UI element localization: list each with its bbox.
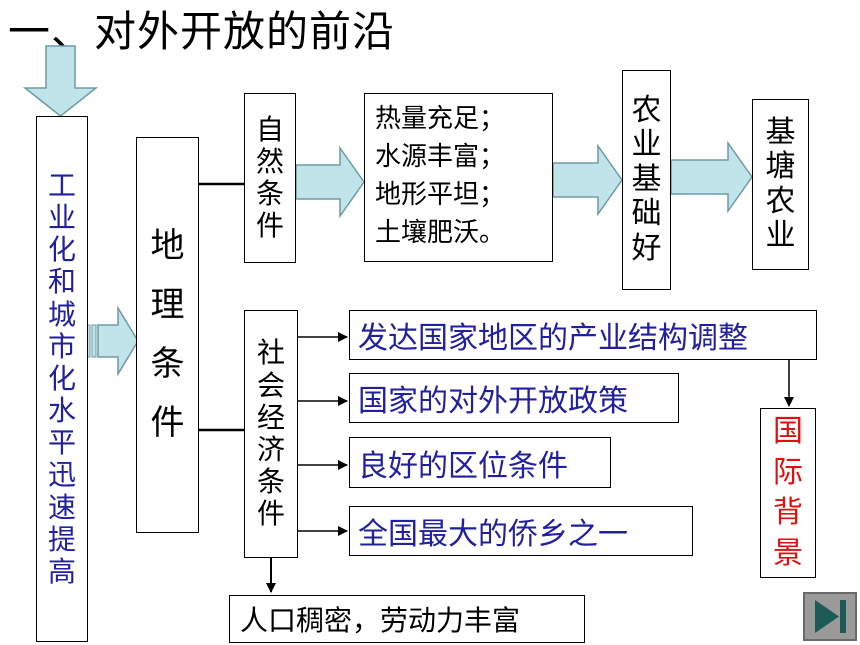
- natural-conditions-char: 然: [255, 144, 284, 178]
- natural-detail: 水源丰富；: [375, 142, 506, 172]
- international-background-char: 背: [773, 495, 803, 530]
- dike-pond-char: 业: [765, 218, 796, 253]
- industrialization-char: 市: [47, 329, 76, 363]
- industrialization-char: 速: [47, 490, 76, 524]
- natural-conditions-char: 自: [255, 112, 284, 146]
- dike-pond-text: 基塘农业: [765, 114, 796, 254]
- industrialization-char: 化: [47, 361, 76, 395]
- socio-conditions-char: 件: [256, 497, 285, 531]
- natural-conditions-text: 自然条件: [255, 112, 284, 243]
- natural-conditions-box: 自然条件: [244, 93, 296, 263]
- socio-conditions-char: 会: [256, 368, 285, 402]
- population-box: 人口稠密，劳动力丰富: [229, 595, 585, 643]
- socio-conditions-char: 经: [256, 400, 285, 434]
- industrialization-char: 城: [47, 297, 76, 331]
- natural-conditions-char: 件: [255, 209, 284, 243]
- agri-foundation-char: 础: [631, 196, 662, 232]
- natural-details-box: 热量充足； 水源丰富； 地形平坦； 土壤肥沃。: [364, 93, 553, 262]
- industrialization-char: 化: [47, 233, 76, 267]
- page-title: 一、对外开放的前沿: [8, 7, 396, 56]
- socio-item-label: 发达国家地区的产业结构调整: [358, 321, 748, 356]
- socio-item-label: 全国最大的侨乡之一: [358, 517, 628, 552]
- population-label: 人口稠密，劳动力丰富: [240, 604, 521, 637]
- geo-conditions-char: 件: [150, 403, 185, 444]
- socio-item-box: 发达国家地区的产业结构调整: [349, 310, 817, 360]
- socio-item-label: 国家的对外开放政策: [358, 384, 628, 419]
- agri-foundation-char: 农: [631, 92, 662, 128]
- international-background-box: 国际背景: [760, 408, 816, 578]
- natural-detail: 热量充足；: [375, 104, 506, 134]
- arrow-natural-to-details: [295, 145, 365, 219]
- striped-arrow: [86, 305, 139, 377]
- socio-conditions-char: 社: [256, 336, 285, 370]
- industrialization-char: 高: [47, 555, 76, 589]
- natural-conditions-char: 条: [255, 177, 284, 210]
- agri-foundation-char: 好: [631, 230, 662, 266]
- natural-detail: 地形平坦；: [375, 180, 506, 210]
- arrow-details-to-agri: [552, 143, 623, 217]
- geo-conditions-box: 地理条件: [136, 137, 199, 533]
- agri-foundation-box: 农业基础好: [622, 70, 671, 290]
- arrow-agri-to-dikepond: [670, 140, 753, 214]
- industrialization-text: 工业化和城市化水平迅速提高: [47, 168, 76, 589]
- socio-item-box: 良好的区位条件: [349, 437, 611, 488]
- industrialization-box: 工业化和城市化水平迅速提高: [36, 116, 88, 642]
- geo-conditions-text: 地理条件: [150, 225, 185, 444]
- industrialization-char: 提: [47, 522, 76, 556]
- geo-conditions-char: 理: [150, 284, 185, 325]
- dike-pond-char: 塘: [765, 149, 796, 184]
- natural-detail: 土壤肥沃。: [375, 218, 506, 248]
- socio-conditions-char: 条: [256, 465, 285, 499]
- industrialization-char: 迅: [47, 458, 76, 492]
- geo-conditions-char: 地: [150, 225, 185, 266]
- international-background-char: 际: [773, 454, 803, 490]
- socio-item-box: 全国最大的侨乡之一: [349, 506, 693, 556]
- international-background-text: 国际背景: [773, 414, 803, 571]
- play-end-icon: [815, 600, 846, 633]
- industrialization-char: 业: [47, 200, 76, 234]
- international-background-char: 国: [773, 414, 803, 449]
- dike-pond-box: 基塘农业: [752, 99, 809, 270]
- agri-foundation-char: 基: [631, 161, 662, 197]
- socio-item-box: 国家的对外开放政策: [349, 373, 679, 423]
- socio-conditions-text: 社会经济条件: [257, 337, 285, 530]
- industrialization-char: 平: [47, 426, 76, 460]
- next-slide-button[interactable]: [803, 592, 857, 641]
- socio-conditions-box: 社会经济条件: [244, 310, 298, 558]
- industrialization-char: 工: [47, 168, 76, 202]
- industrialization-char: 和: [47, 265, 76, 299]
- dike-pond-char: 基: [765, 114, 796, 150]
- agri-foundation-text: 农业基础好: [631, 92, 662, 267]
- socio-conditions-char: 济: [256, 433, 285, 466]
- geo-conditions-char: 条: [150, 344, 185, 384]
- industrialization-char: 水: [47, 394, 76, 428]
- international-background-char: 景: [773, 535, 803, 571]
- socio-item-label: 良好的区位条件: [358, 448, 568, 484]
- dike-pond-char: 农: [765, 183, 796, 219]
- agri-foundation-char: 业: [631, 127, 662, 163]
